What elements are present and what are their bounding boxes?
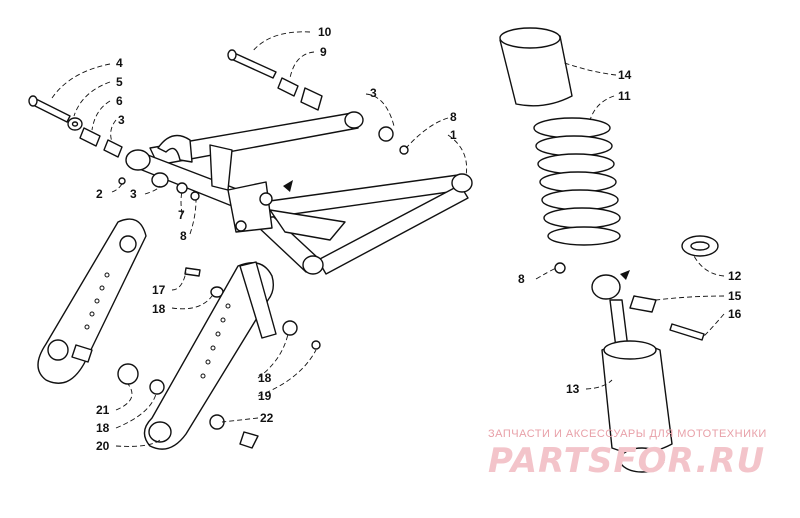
callout-9: 9: [320, 45, 327, 59]
callout-16: 16: [728, 307, 742, 321]
callout-8-shock: 8: [518, 272, 525, 286]
callout-6: 6: [116, 94, 123, 108]
callout-13: 13: [566, 382, 580, 396]
callout-21: 21: [96, 403, 110, 417]
link-hardware: [184, 267, 321, 350]
callout-18-upper: 18: [152, 302, 166, 316]
callout-18-middle: 18: [258, 371, 272, 385]
shock-assembly: [499, 27, 719, 473]
callout-14: 14: [618, 68, 632, 82]
callout-3-left: 3: [118, 113, 125, 127]
callout-3-lower: 3: [130, 187, 137, 201]
callout-2: 2: [96, 187, 103, 201]
left-link-arm: [37, 218, 147, 384]
callout-12: 12: [728, 269, 742, 283]
callout-5: 5: [116, 75, 123, 89]
callout-8-upper: 8: [450, 110, 457, 124]
callout-3-right: 3: [370, 86, 377, 100]
watermark: ЗАПЧАСТИ И АКСЕССУАРЫ ДЛЯ МОТОТЕХНИКИ PA…: [488, 428, 767, 481]
callout-11: 11: [618, 89, 631, 103]
callout-17: 17: [152, 283, 166, 297]
watermark-brand: PARTSFOR.RU: [488, 441, 765, 481]
callout-8-left: 8: [180, 229, 187, 243]
callout-15: 15: [728, 289, 742, 303]
leader-lines: [51, 31, 725, 447]
callout-10: 10: [318, 25, 332, 39]
callout-18-lower: 18: [96, 421, 110, 435]
callout-19: 19: [258, 389, 272, 403]
callout-1: 1: [450, 128, 457, 142]
callout-20: 20: [96, 439, 110, 453]
callout-4: 4: [116, 56, 123, 70]
callout-7: 7: [178, 208, 185, 222]
a-arm-assembly: [125, 111, 473, 275]
callout-22: 22: [260, 411, 274, 425]
right-link-arm: [117, 261, 277, 450]
watermark-tagline: ЗАПЧАСТИ И АКСЕССУАРЫ ДЛЯ МОТОТЕХНИКИ: [488, 428, 767, 440]
callout-labels: 10 9 4 5 6 3 3 3 8 1 2 7 8 17 18 18 19 2…: [96, 25, 742, 453]
upper-pivot-hardware: [227, 49, 409, 155]
